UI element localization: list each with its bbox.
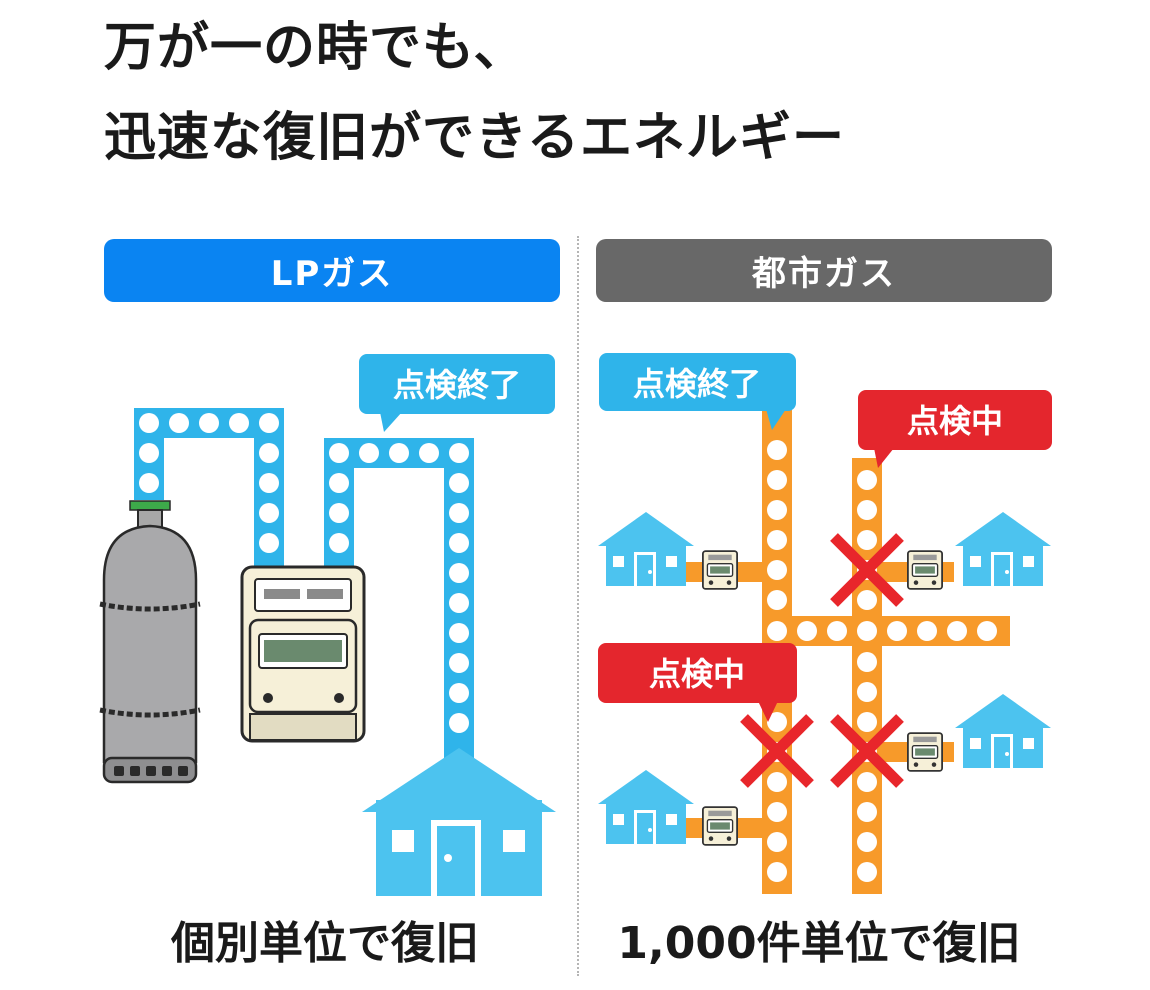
gas-meter-icon	[240, 565, 366, 743]
lp-bubble-label: 点検終了	[393, 366, 521, 404]
gas-cylinder-icon	[99, 500, 201, 784]
city-status-bubble-checking-upper: 点検中	[858, 390, 1052, 468]
gas-meter-icon	[907, 732, 943, 772]
page-title-line2: 迅速な復旧ができるエネルギー	[104, 108, 845, 168]
city-bubble-checking-label: 点検中	[907, 402, 1003, 440]
house-icon	[955, 512, 1051, 586]
city-caption: 1,000件単位で復旧	[617, 918, 1021, 969]
lp-house-icon	[362, 748, 556, 896]
gas-meter-icon	[907, 550, 943, 590]
lp-gas-header: LPガス	[104, 239, 560, 302]
lp-status-bubble: 点検終了	[359, 354, 555, 432]
cross-mark-icon	[830, 533, 904, 607]
gas-meter-icon	[702, 550, 738, 590]
column-divider	[577, 236, 579, 976]
house-icon	[955, 694, 1051, 768]
house-icon	[598, 512, 694, 586]
gas-meter-icon	[702, 806, 738, 846]
city-status-bubble-done: 点検終了	[599, 353, 796, 430]
page-title-line1: 万が一の時でも、	[104, 18, 527, 78]
lp-caption: 個別単位で復旧	[171, 918, 479, 969]
lp-pipe-right	[324, 438, 474, 768]
lp-pipe-left	[134, 408, 284, 570]
cross-mark-icon	[740, 714, 814, 788]
city-bubble-done-label: 点検終了	[633, 365, 761, 403]
cross-mark-icon	[830, 714, 904, 788]
city-gas-header: 都市ガス	[596, 239, 1052, 302]
city-bubble-checking-label: 点検中	[649, 655, 745, 693]
house-icon	[598, 770, 694, 844]
city-status-bubble-checking-lower: 点検中	[598, 643, 797, 722]
